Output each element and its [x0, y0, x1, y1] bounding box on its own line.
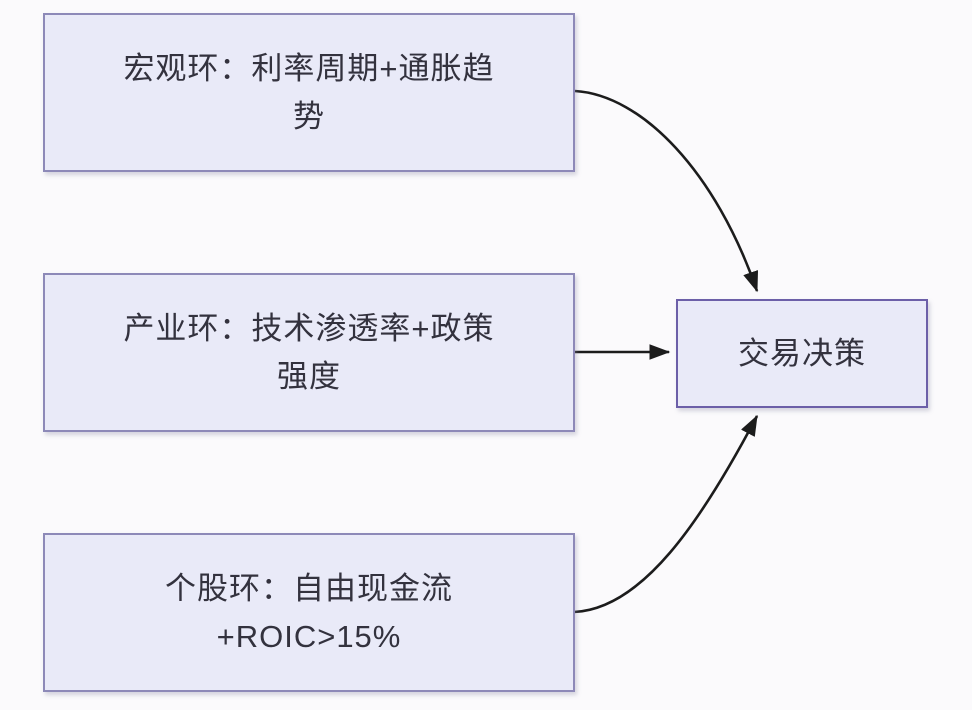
decision-box: 交易决策 — [676, 299, 928, 408]
macro-box: 宏观环：利率周期+通胀趋 势 — [43, 13, 575, 172]
industry-box-line-2: 强度 — [277, 358, 341, 394]
macro-box-line-2: 势 — [293, 98, 325, 134]
macro-box-line-1: 宏观环：利率周期+通胀趋 — [123, 50, 495, 86]
stock-box: 个股环：自由现金流 +ROIC>15% — [43, 533, 575, 692]
arrow-macro-to-decision — [574, 89, 759, 293]
arrow-stock-to-decision — [573, 414, 759, 614]
industry-box-line-1: 产业环：技术渗透率+政策 — [123, 310, 495, 346]
industry-box: 产业环：技术渗透率+政策 强度 — [43, 273, 575, 432]
decision-box-line-1: 交易决策 — [738, 335, 866, 371]
stock-box-line-1: 个股环：自由现金流 — [165, 570, 453, 606]
stock-box-line-2: +ROIC>15% — [216, 618, 402, 654]
